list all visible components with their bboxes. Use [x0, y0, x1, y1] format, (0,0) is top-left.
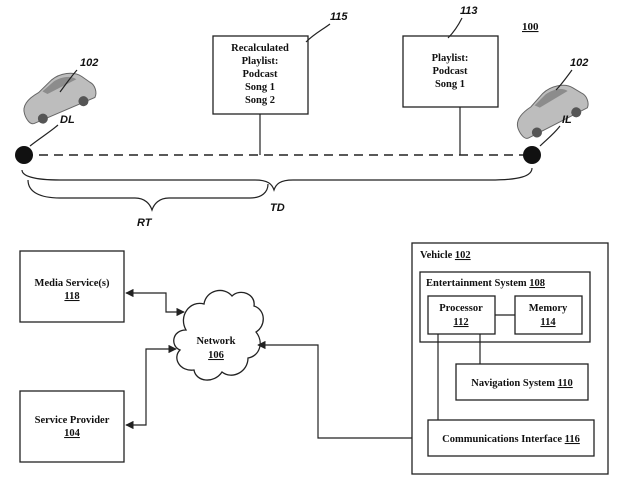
box113-leader: [447, 17, 463, 39]
svg-text:Recalculated: Recalculated: [231, 43, 289, 54]
il-leader: [539, 125, 561, 147]
media-services-box: [19, 250, 125, 323]
communications-interface-label: Communications Interface 116: [442, 434, 580, 445]
rt-label: RT: [137, 217, 153, 229]
entertainment-system-label: Entertainment System 108: [426, 278, 545, 289]
car-left-ref: 102: [80, 57, 98, 69]
il-label: IL: [562, 114, 572, 126]
box113-ref: 113: [460, 5, 478, 17]
destination-point: [523, 146, 541, 164]
svg-text:Song 1: Song 1: [435, 79, 465, 90]
car-right-icon: [516, 84, 589, 139]
network-ref: 106: [208, 350, 224, 361]
network-comms-arrow: [257, 340, 427, 443]
memory-box: [514, 295, 583, 335]
service-provider-ref: 104: [64, 428, 81, 439]
svg-text:Podcast: Podcast: [433, 66, 469, 77]
car-left-leader: [59, 69, 78, 93]
processor-label: Processor: [439, 303, 483, 314]
navigation-system-box: [455, 363, 589, 401]
processor-ref: 112: [453, 317, 468, 328]
media-network-arrow: [125, 288, 185, 317]
td-bracket: [21, 167, 533, 192]
car-right-leader: [555, 69, 573, 91]
service-provider-box: [19, 390, 125, 463]
recalculated-playlist-text: Recalculated Playlist: Podcast Song 1 So…: [231, 43, 289, 106]
communications-interface-box: [427, 419, 595, 457]
car-right-ref: 102: [570, 57, 588, 69]
dl-leader: [29, 124, 59, 147]
svg-text:Playlist:: Playlist:: [432, 53, 469, 64]
svg-text:Playlist:: Playlist:: [242, 56, 279, 67]
navigation-system-label: Navigation System 110: [471, 378, 573, 389]
box115-ref: 115: [330, 11, 348, 23]
memory-label: Memory: [529, 303, 568, 314]
vehicle-label: Vehicle 102: [420, 250, 471, 261]
dl-label: DL: [60, 114, 75, 126]
svg-text:Podcast: Podcast: [243, 69, 279, 80]
service-provider-label: Service Provider: [35, 415, 110, 426]
processor-box: [427, 295, 496, 335]
box115-leader: [305, 23, 331, 43]
memory-ref: 114: [540, 317, 556, 328]
playlist-box: [402, 35, 499, 108]
car-left-icon: [23, 72, 97, 125]
td-label: TD: [270, 202, 285, 214]
rt-bracket: [27, 179, 269, 212]
network-label: Network: [196, 336, 235, 347]
recalculated-playlist-box: [212, 35, 309, 115]
media-services-label: Media Service(s): [35, 278, 110, 289]
media-services-ref: 118: [64, 291, 79, 302]
figure-number: 100: [522, 21, 539, 33]
provider-network-arrow: [125, 344, 177, 430]
playlist-text: Playlist: Podcast Song 1: [432, 53, 469, 90]
departure-point: [15, 146, 33, 164]
svg-text:Song 2: Song 2: [245, 95, 275, 106]
svg-text:Song 1: Song 1: [245, 82, 275, 93]
